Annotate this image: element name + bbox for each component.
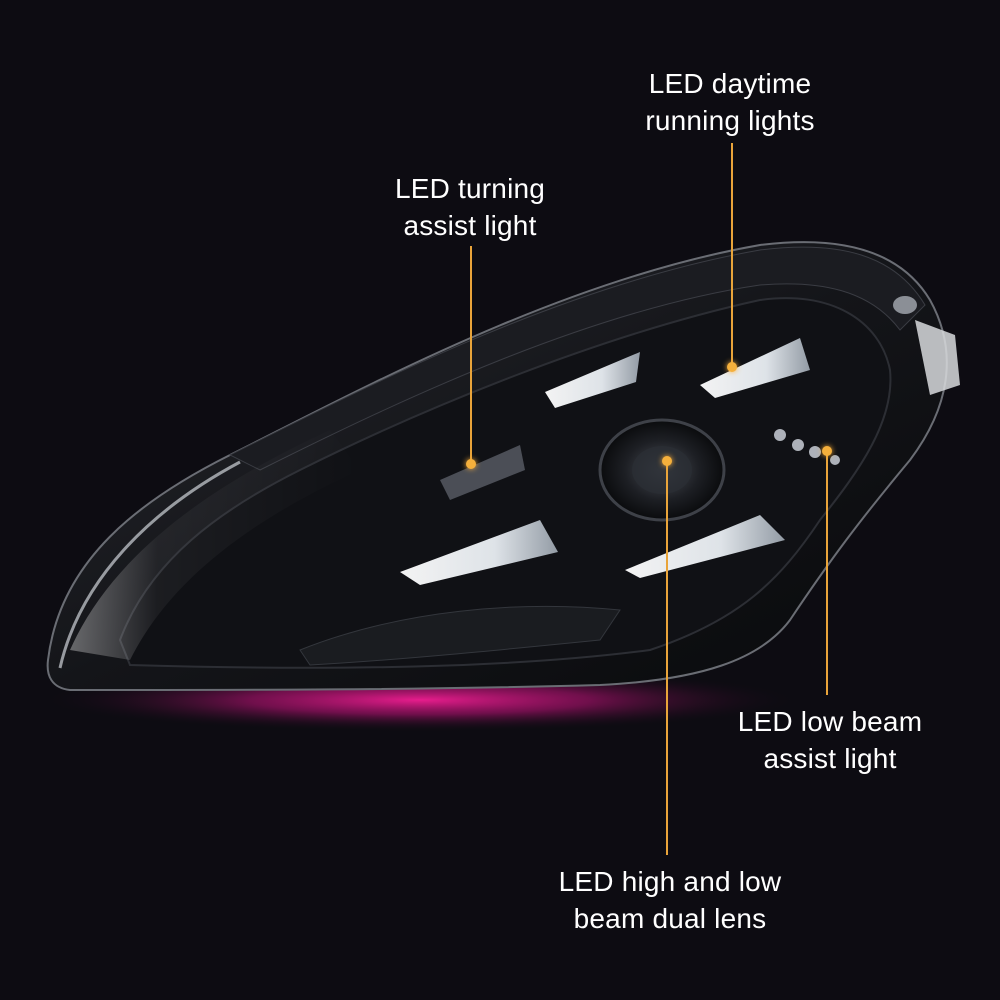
marker-dot-drl (727, 362, 737, 372)
leader-line-turning (470, 246, 472, 461)
callout-line: assist light (403, 210, 537, 241)
callout-line: beam dual lens (573, 903, 767, 934)
callout-daytime-running-lights: LED daytime running lights (620, 65, 840, 139)
callout-line: LED low beam (737, 706, 923, 737)
leader-line-dual-lens (666, 462, 668, 855)
marker-dot-dual-lens (662, 456, 672, 466)
marker-dot-low-beam-assist (822, 446, 832, 456)
callout-line: LED high and low (558, 866, 782, 897)
callout-line: LED daytime (648, 68, 812, 99)
callout-turning-assist-light: LED turning assist light (370, 170, 570, 244)
callout-line: assist light (763, 743, 897, 774)
marker-dot-turning (466, 459, 476, 469)
callout-dual-lens: LED high and low beam dual lens (540, 863, 800, 937)
callout-line: running lights (645, 105, 815, 136)
callout-low-beam-assist-light: LED low beam assist light (720, 703, 940, 777)
leader-line-low-beam-assist (826, 452, 828, 695)
callout-line: LED turning (394, 173, 546, 204)
leader-line-drl (731, 143, 733, 365)
